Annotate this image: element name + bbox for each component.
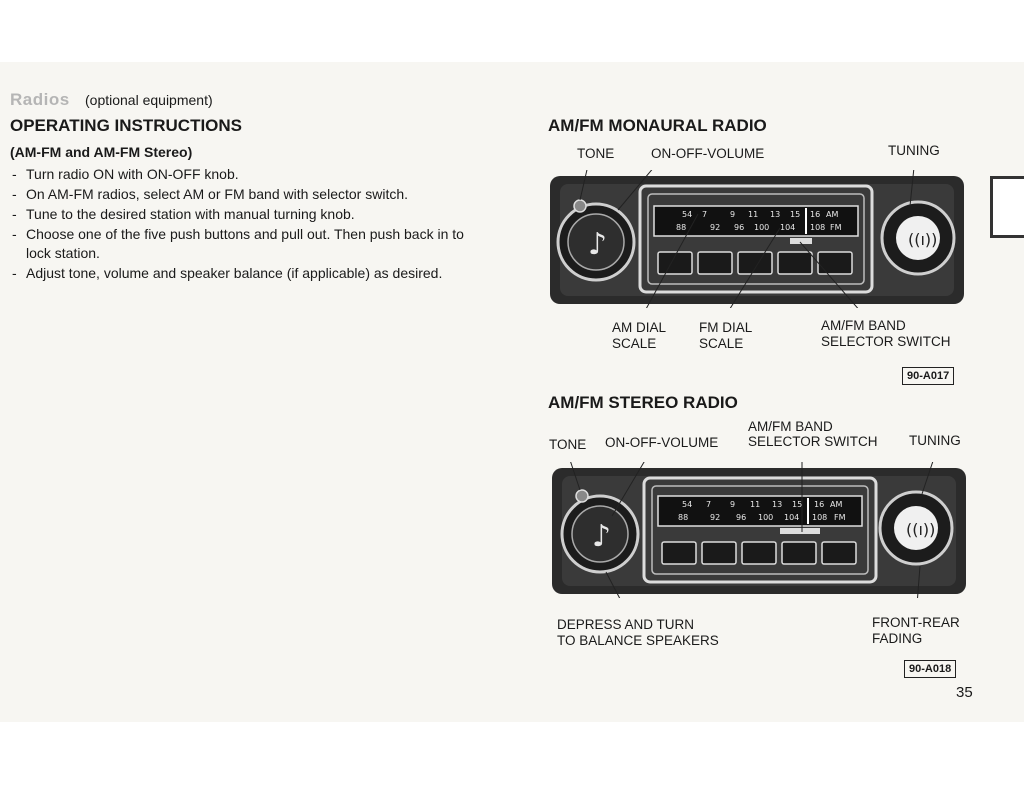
stereo-radio-illustration: ♪ ((ı)) 54 7 9 11 13 15 16 AM 88 92 96 1… xyxy=(552,462,966,598)
instruction-step: Turn radio ON with ON-OFF knob. xyxy=(10,165,470,184)
dial-am-label: 16 xyxy=(814,500,824,509)
leader-line xyxy=(921,462,934,495)
stereo-balance-label: DEPRESS AND TURN xyxy=(557,617,695,632)
instructions-title: OPERATING INSTRUCTIONS xyxy=(10,116,243,135)
mono-tone-label: TONE xyxy=(577,146,615,161)
dial-am-label: 9 xyxy=(730,500,735,509)
section-word: Radios xyxy=(10,90,70,109)
dial-am-label: 11 xyxy=(750,500,760,509)
dial-am-label: 54 xyxy=(682,500,692,509)
signal-icon: ((ı)) xyxy=(908,230,937,249)
mono-am-dial-label: AM DIAL xyxy=(612,320,667,335)
preset-button xyxy=(777,251,813,275)
stereo-radio-title: AM/FM STEREO RADIO xyxy=(548,393,738,412)
mono-band-label: AM/FM BAND xyxy=(821,318,906,333)
dial-fm-label: FM xyxy=(834,513,846,522)
leader-line xyxy=(917,565,921,598)
dial-fm-label: 96 xyxy=(734,223,744,232)
dial-fm-label: 92 xyxy=(710,513,720,522)
leader-line xyxy=(909,170,915,207)
preset-button xyxy=(737,251,773,275)
section-note: (optional equipment) xyxy=(85,92,213,108)
dial-window xyxy=(653,205,859,237)
mono-fm-dial-label: FM DIAL xyxy=(699,320,753,335)
preset-button xyxy=(657,251,693,275)
preset-button xyxy=(781,541,817,565)
mono-tuning-label: TUNING xyxy=(888,143,940,158)
stereo-tuning-label: TUNING xyxy=(909,433,961,448)
instruction-step: On AM-FM radios, select AM or FM band wi… xyxy=(10,185,470,204)
dial-am-label: 13 xyxy=(772,500,782,509)
mono-fm-dial-label-2: SCALE xyxy=(699,336,744,351)
stereo-volume-label: ON-OFF-VOLUME xyxy=(605,435,719,450)
page-number: 35 xyxy=(956,684,973,701)
preset-button xyxy=(817,251,853,275)
tone-knob xyxy=(573,199,587,213)
tone-knob xyxy=(575,489,589,503)
instruction-list: Turn radio ON with ON-OFF knob. On AM-FM… xyxy=(10,165,470,284)
preset-button xyxy=(661,541,697,565)
dial-am-label: 15 xyxy=(790,210,800,219)
dial-am-label: AM xyxy=(830,500,842,509)
leader-line xyxy=(605,571,621,598)
dial-am-label: 54 xyxy=(682,210,692,219)
stereo-fading-label: FRONT-REAR xyxy=(872,615,960,630)
stereo-band-label-2: SELECTOR SWITCH xyxy=(748,434,878,449)
dial-fm-label: 96 xyxy=(736,513,746,522)
mono-radio-illustration: ♪ ((ı)) 54 7 9 11 13 15 16 AM 88 92 96 1… xyxy=(550,170,964,308)
leader-line xyxy=(799,241,859,308)
band-selector-switch xyxy=(790,238,812,244)
instruction-step: Adjust tone, volume and speaker balance … xyxy=(10,264,470,283)
leader-line xyxy=(570,462,581,491)
dial-fm-label: 88 xyxy=(678,513,688,522)
dial-am-label: 16 xyxy=(810,210,820,219)
dial-fm-label: 100 xyxy=(754,223,769,232)
stereo-tone-label: TONE xyxy=(549,437,587,452)
leader-line xyxy=(617,170,653,211)
leader-line xyxy=(579,170,588,201)
music-note-icon: ♪ xyxy=(592,519,611,554)
dial-am-label: AM xyxy=(826,210,838,219)
dial-fm-label: 104 xyxy=(780,223,795,232)
dial-am-label: 13 xyxy=(770,210,780,219)
dial-fm-label: 88 xyxy=(676,223,686,232)
dial-fm-label: 92 xyxy=(710,223,720,232)
dial-am-label: 7 xyxy=(706,500,711,509)
mono-radio-title: AM/FM MONAURAL RADIO xyxy=(548,116,767,135)
chapter-tab xyxy=(990,176,1024,238)
dial-fm-label: FM xyxy=(830,223,842,232)
dial-window xyxy=(657,495,863,527)
instruction-step: Tune to the desired station with manual … xyxy=(10,205,470,224)
stereo-balance-label-2: TO BALANCE SPEAKERS xyxy=(557,633,719,648)
leader-line xyxy=(611,462,645,517)
mono-band-label-2: SELECTOR SWITCH xyxy=(821,334,951,349)
leader-line xyxy=(729,227,781,308)
signal-icon: ((ı)) xyxy=(906,520,935,539)
preset-button xyxy=(697,251,733,275)
dial-fm-label: 100 xyxy=(758,513,773,522)
stereo-band-label: AM/FM BAND xyxy=(748,419,833,434)
mono-volume-label: ON-OFF-VOLUME xyxy=(651,146,765,161)
dial-am-label: 11 xyxy=(748,210,758,219)
dial-fm-label: 108 xyxy=(812,513,827,522)
instruction-step: Choose one of the five push buttons and … xyxy=(10,225,470,263)
preset-button xyxy=(821,541,857,565)
preset-button xyxy=(741,541,777,565)
dial-fm-label: 108 xyxy=(810,223,825,232)
dial-fm-label: 104 xyxy=(784,513,799,522)
mono-am-dial-label-2: SCALE xyxy=(612,336,657,351)
dial-am-label: 7 xyxy=(702,210,707,219)
preset-button xyxy=(701,541,737,565)
leader-line xyxy=(645,213,699,308)
stereo-fading-label-2: FADING xyxy=(872,631,923,646)
mono-figure-id: 90-A017 xyxy=(902,367,955,385)
music-note-icon: ♪ xyxy=(588,227,607,262)
stereo-figure-id: 90-A018 xyxy=(904,660,957,678)
dial-am-label: 9 xyxy=(730,210,735,219)
band-selector-switch xyxy=(780,528,820,534)
instructions-subtitle: (AM-FM and AM-FM Stereo) xyxy=(10,144,193,160)
dial-am-label: 15 xyxy=(792,500,802,509)
manual-page xyxy=(0,62,1024,722)
